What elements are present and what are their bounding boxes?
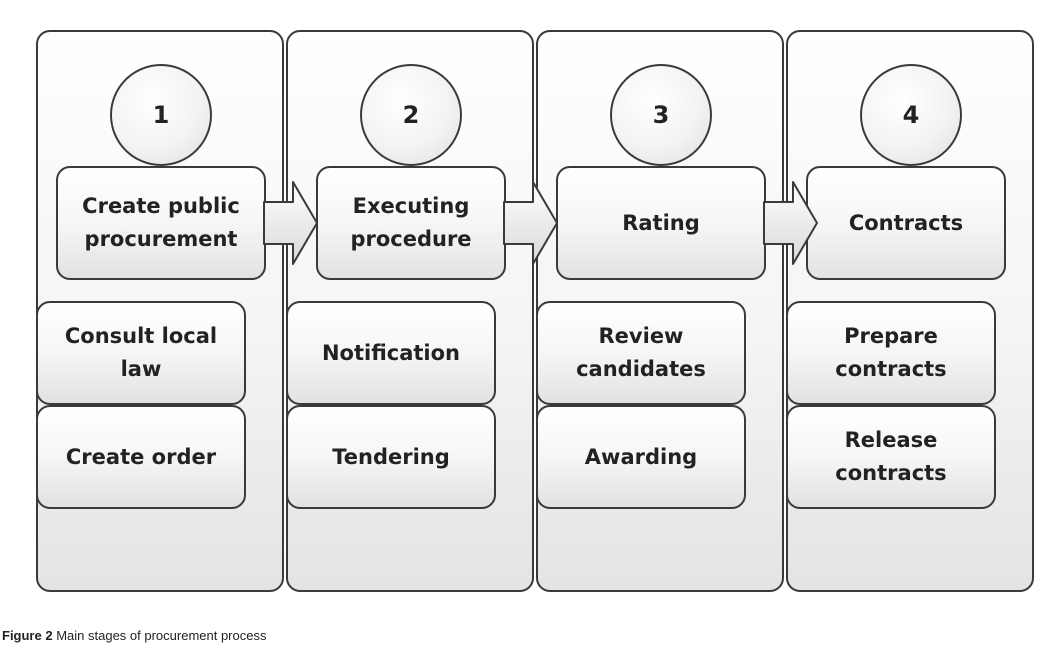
stage-main-box: Rating: [556, 166, 766, 280]
figure-caption: Figure 2 Main stages of procurement proc…: [2, 628, 266, 643]
step-box: Create order: [36, 405, 246, 509]
stage-main-box: Executing procedure: [316, 166, 506, 280]
stage-number-circle: 1: [110, 64, 212, 166]
procurement-diagram: 1 Create public procurement Consult loca…: [36, 30, 1034, 592]
step-box: Tendering: [286, 405, 496, 509]
arrow-right-icon: [503, 181, 558, 265]
step-box: Awarding: [536, 405, 746, 509]
figure-caption-text: Main stages of procurement process: [56, 628, 267, 643]
step-label: Create order: [65, 444, 217, 469]
step-box: Review candidates: [536, 301, 746, 405]
stage-number: 3: [652, 101, 670, 129]
stage-main-label: Contracts: [848, 210, 964, 235]
stage-number-circle: 4: [860, 64, 962, 166]
stage-number: 4: [902, 101, 920, 129]
step-label: Release contracts: [835, 428, 947, 485]
step-box: Prepare contracts: [786, 301, 996, 405]
stage-number-circle: 3: [610, 64, 712, 166]
step-label: Consult local law: [64, 324, 218, 381]
stage-number: 1: [152, 101, 170, 129]
step-box: Notification: [286, 301, 496, 405]
stage-number-circle: 2: [360, 64, 462, 166]
arrow-right-icon: [763, 181, 818, 265]
step-label: Prepare contracts: [835, 324, 947, 381]
step-label: Notification: [321, 340, 461, 365]
figure-caption-label: Figure 2: [2, 628, 53, 643]
step-box: Release contracts: [786, 405, 996, 509]
stage-number: 2: [402, 101, 420, 129]
step-box: Consult local law: [36, 301, 246, 405]
stage-main-label: Create public procurement: [82, 194, 240, 251]
stage-main-label: Executing procedure: [350, 194, 472, 251]
stage-main-label: Rating: [622, 210, 700, 235]
stage-main-box: Contracts: [806, 166, 1006, 280]
step-label: Tendering: [332, 444, 450, 469]
step-label: Review candidates: [576, 324, 706, 381]
step-label: Awarding: [584, 444, 698, 469]
arrow-right-icon: [263, 181, 318, 265]
stage-main-box: Create public procurement: [56, 166, 266, 280]
